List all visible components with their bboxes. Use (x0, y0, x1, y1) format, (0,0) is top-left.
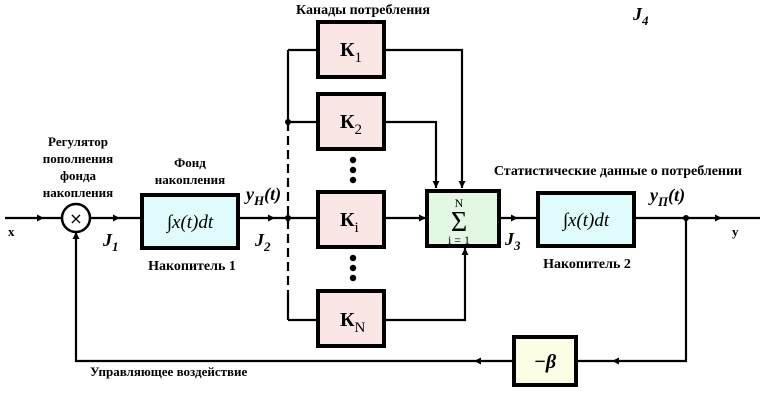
control-feedback-path (72, 232, 474, 363)
accumulator-2-caption: Накопитель 2 (543, 257, 631, 272)
junction-dot (285, 215, 291, 221)
signal-j3: J3 (504, 229, 521, 253)
signal-j2: J2 (254, 230, 271, 254)
svg-text:Кi: Кi (340, 209, 359, 236)
fund-label: Фонд накопления (155, 155, 225, 187)
svg-text:К1: К1 (340, 39, 362, 66)
summator: N Σ i = 1 (425, 189, 501, 248)
signal-yp: yП(t) (648, 185, 685, 209)
accumulator-2: ∫x(t)dt (536, 191, 636, 248)
channels-title: Канады потребления (296, 3, 430, 18)
channel-ki: Кi (316, 190, 386, 249)
svg-text:Σ: Σ (451, 207, 467, 238)
input-label: x (8, 224, 15, 239)
output-label: y (732, 224, 739, 239)
channel-k2: К2 (316, 92, 386, 151)
svg-text:КN: КN (340, 309, 366, 336)
signal-yh: yH(t) (244, 184, 281, 208)
svg-text:К2: К2 (340, 111, 362, 138)
signal-j4: J4 (632, 4, 649, 28)
svg-text:−β: −β (534, 351, 557, 373)
feedback-block: −β (512, 335, 578, 387)
multiplier-node: × (60, 202, 92, 234)
channel-dots-lower (349, 254, 357, 282)
channel-kn: КN (316, 289, 386, 348)
svg-text:пополнения: пополнения (43, 151, 113, 166)
signal-j1: J1 (102, 230, 119, 254)
svg-text:i = 1: i = 1 (448, 233, 470, 247)
stats-label: Статистические данные о потреблении (494, 164, 742, 179)
svg-text:Фонд: Фонд (174, 155, 206, 170)
accumulator-1: ∫x(t)dt (140, 193, 240, 250)
regulator-label: Регулятор пополнения фонда накопления (43, 134, 113, 200)
integral-formula: ∫x(t)dt (562, 210, 610, 232)
channel-k1: К1 (316, 20, 386, 79)
svg-text:накопления: накопления (43, 185, 113, 200)
svg-text:Регулятор: Регулятор (48, 134, 108, 149)
svg-text:фонда: фонда (60, 168, 97, 183)
accumulator-1-caption: Накопитель 1 (148, 259, 236, 274)
channel-dots-upper (349, 156, 357, 184)
control-label: Управляющее воздействие (90, 364, 247, 379)
svg-text:N: N (455, 196, 464, 210)
integral-formula: ∫x(t)dt (166, 212, 214, 234)
svg-text:накопления: накопления (155, 172, 225, 187)
svg-text:×: × (69, 209, 82, 228)
